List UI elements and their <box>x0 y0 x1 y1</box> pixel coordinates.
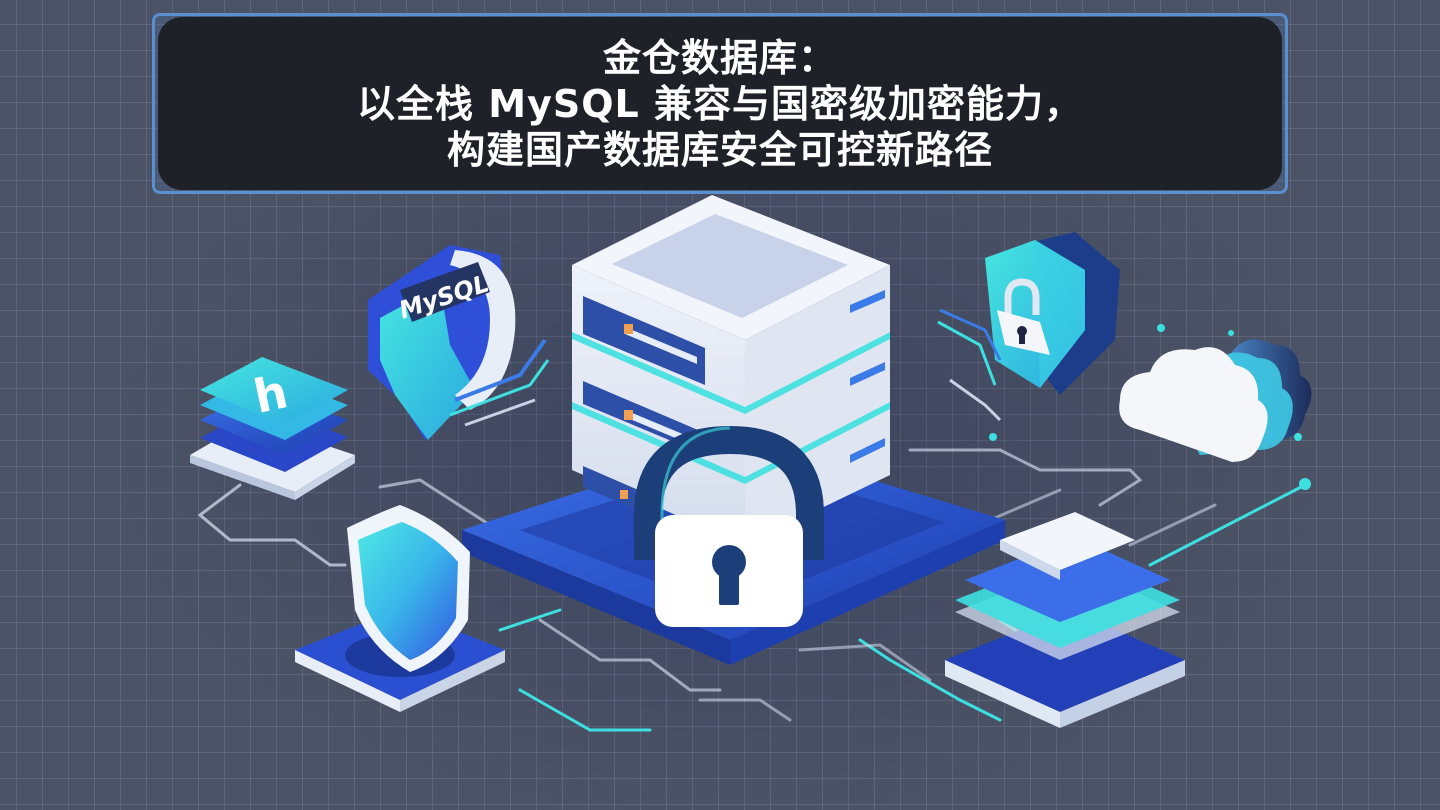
mysql-shield-badge: MySQL <box>368 245 550 440</box>
layered-data-stack-right <box>945 512 1185 728</box>
server-unit-3 <box>583 466 650 515</box>
status-led <box>624 324 633 334</box>
node-dots <box>989 324 1311 490</box>
padlock-icon <box>634 425 824 627</box>
layered-database-stack-left: h <box>190 357 355 500</box>
status-led <box>620 490 628 499</box>
status-led <box>624 410 633 420</box>
server-unit-1 <box>583 296 705 385</box>
security-shield-with-lock <box>937 232 1120 422</box>
cloud-icon <box>1119 339 1312 462</box>
server-rack <box>572 195 890 545</box>
title-line-3: 构建国产数据库安全可控新路径 <box>446 127 993 172</box>
title-line-1: 金仓数据库： <box>602 35 837 80</box>
title-line-2: 以全栈 MySQL 兼容与国密级加密能力， <box>357 81 1083 126</box>
protection-shield-icon <box>295 505 505 712</box>
title-banner: 金仓数据库： 以全栈 MySQL 兼容与国密级加密能力， 构建国产数据库安全可控… <box>158 17 1282 190</box>
